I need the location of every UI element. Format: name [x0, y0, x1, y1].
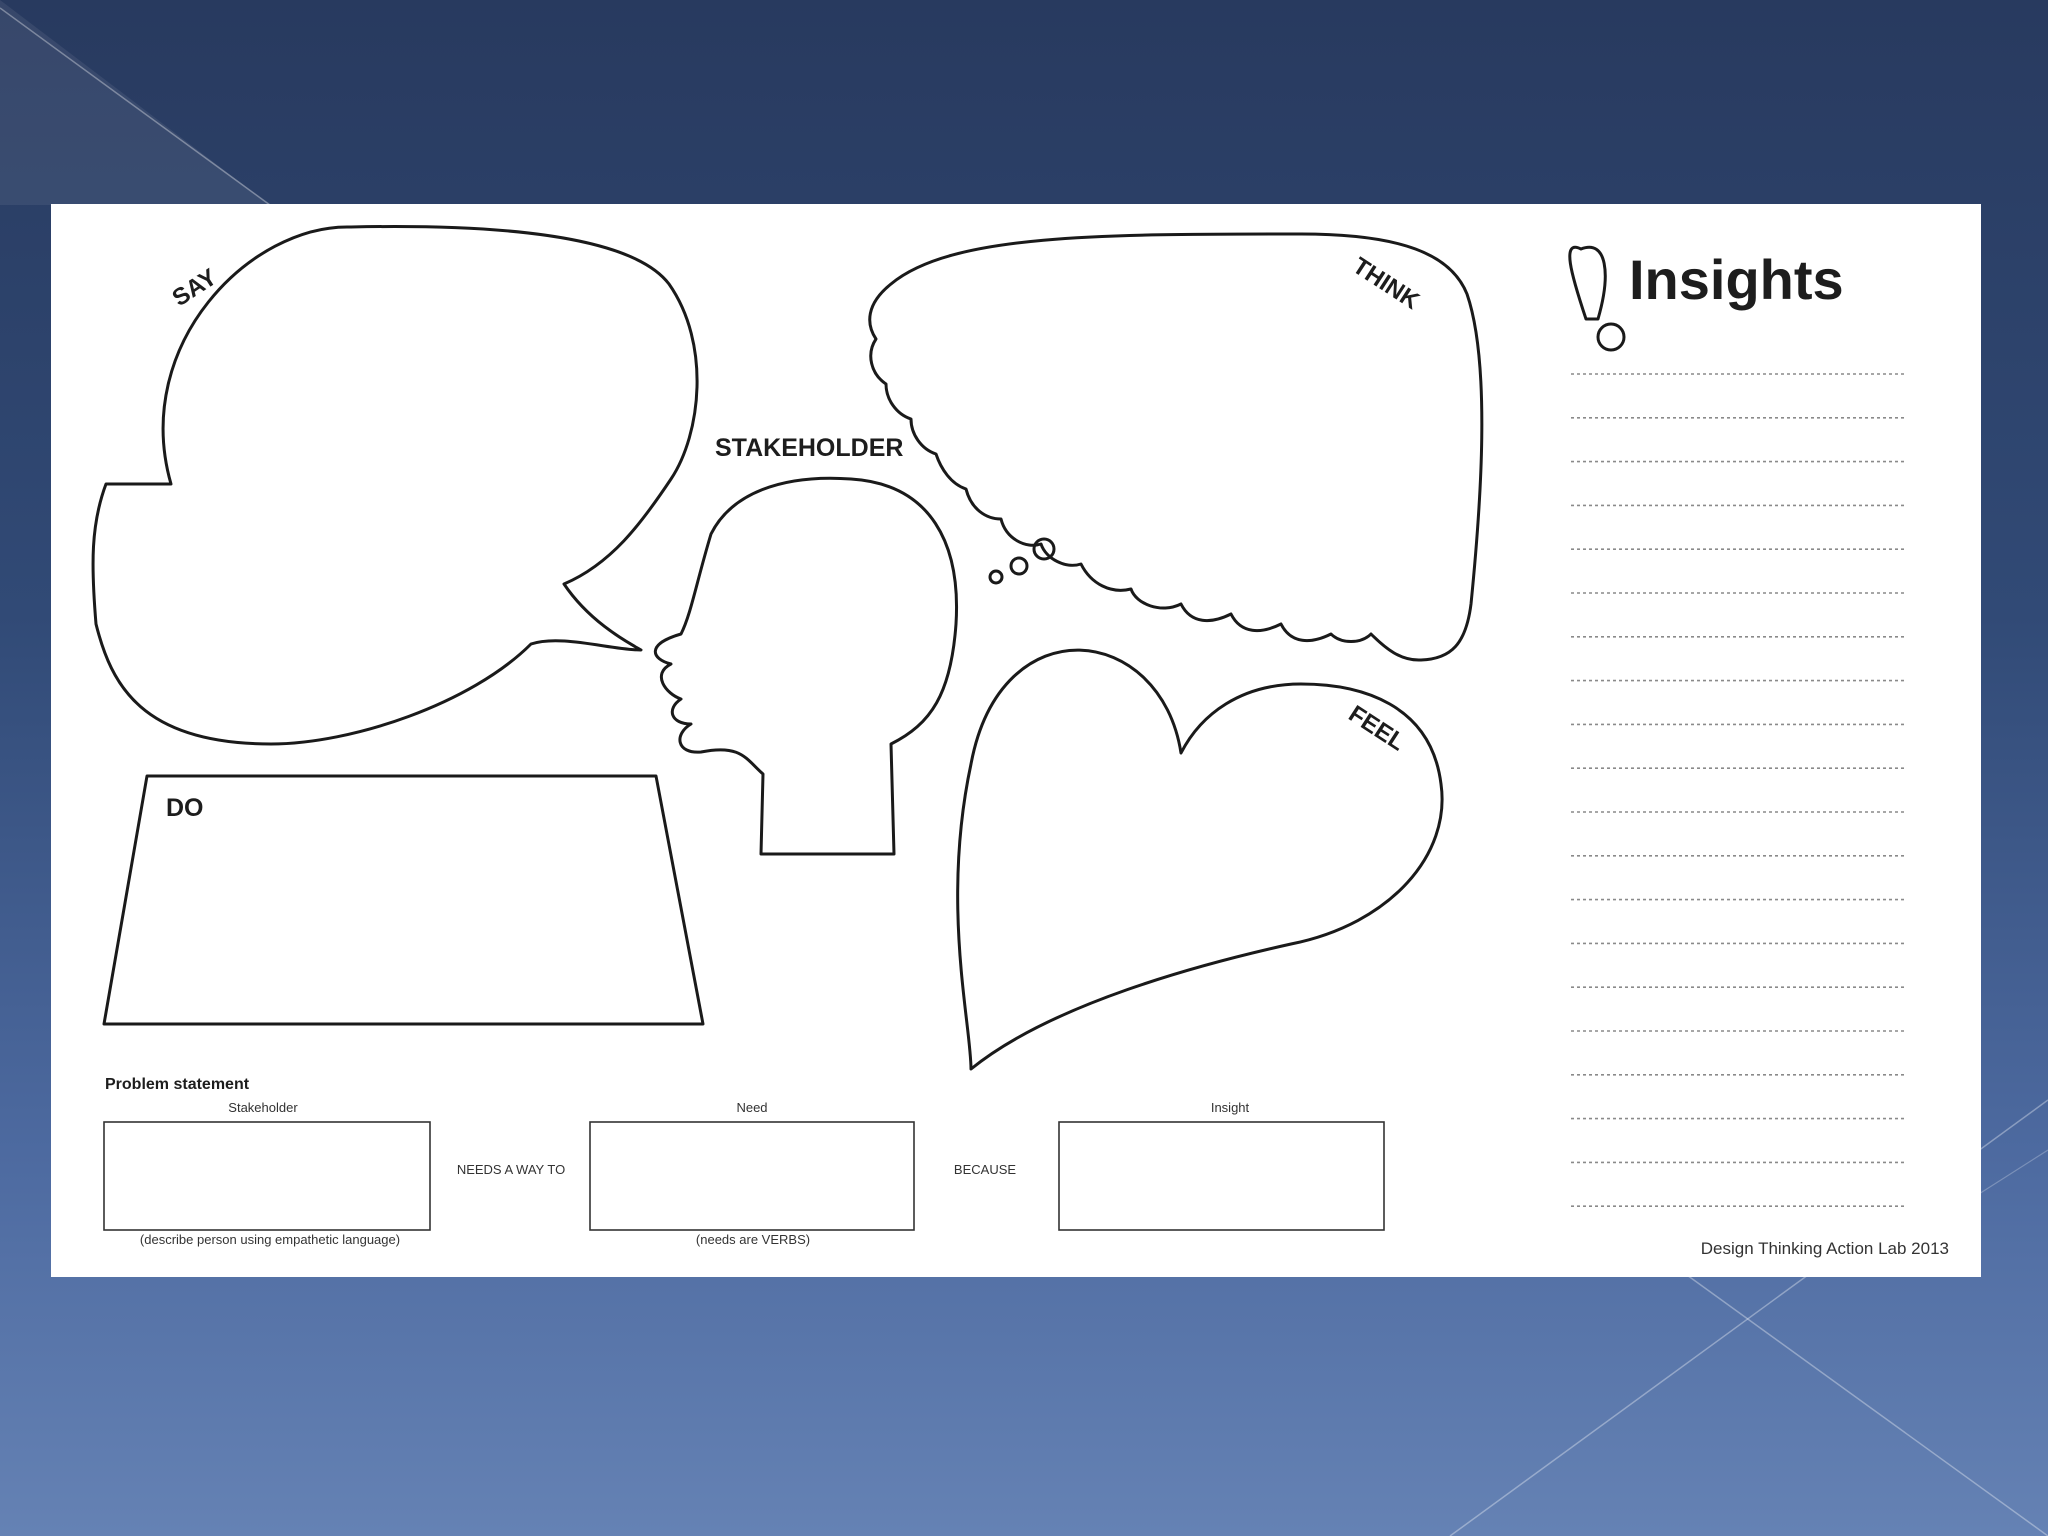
do-label: DO — [166, 794, 204, 822]
stakeholder-label: STAKEHOLDER — [715, 434, 903, 462]
thought-dot-small — [988, 569, 1004, 585]
problem-statement-title: Problem statement — [105, 1076, 250, 1093]
say-speech-bubble — [91, 225, 699, 746]
insight-lines — [1571, 373, 1907, 1208]
need-input-box[interactable] — [589, 1121, 915, 1231]
insight-input-box[interactable] — [1058, 1121, 1385, 1231]
do-trapezoid — [102, 774, 705, 1026]
thought-dot-large — [1032, 537, 1056, 561]
thought-dot-medium — [1009, 556, 1029, 576]
stakeholder-head-icon — [653, 476, 959, 856]
lightbulb-exclamation-icon — [1568, 245, 1626, 352]
needs-a-way-to-connector: NEEDS A WAY TO — [457, 1162, 565, 1177]
because-connector: BECAUSE — [954, 1162, 1016, 1177]
insights-title: Insights — [1629, 248, 1844, 311]
need-hint: (needs are VERBS) — [696, 1232, 810, 1247]
stakeholder-hint: (describe person using empathetic langua… — [140, 1232, 400, 1247]
think-label: THINK — [1348, 252, 1425, 315]
stakeholder-caption: Stakeholder — [228, 1100, 298, 1115]
think-thought-cloud — [868, 232, 1484, 662]
feel-heart — [956, 648, 1444, 1071]
empathy-map-worksheet: SAY THINK STAKEHOLDER DO FEEL Insights P… — [51, 204, 1981, 1277]
need-caption: Need — [736, 1100, 767, 1115]
stakeholder-input-box[interactable] — [103, 1121, 431, 1231]
say-label: SAY — [168, 264, 222, 312]
insight-caption: Insight — [1211, 1100, 1250, 1115]
credit-text: Design Thinking Action Lab 2013 — [1701, 1239, 1949, 1258]
